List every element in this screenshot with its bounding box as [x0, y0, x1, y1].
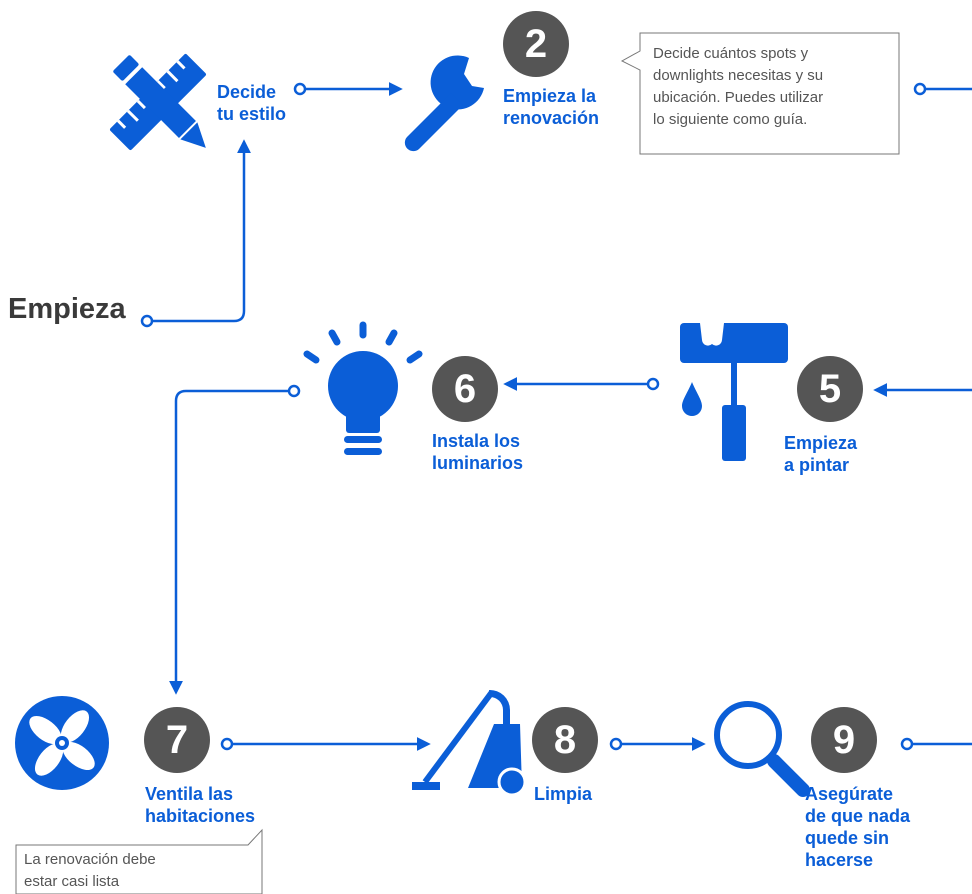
step-7-label: Ventila las habitaciones: [145, 783, 255, 827]
step-6-label-line: Instala los: [432, 431, 521, 451]
step-7-badge: 7: [144, 707, 210, 773]
connector-dot: [913, 82, 927, 96]
step-9-label-line: quede sin: [805, 828, 890, 848]
step-9-label-line: hacerse: [805, 850, 874, 870]
tip-line: estar casi lista: [24, 873, 120, 890]
step-8-label-line: Limpia: [534, 784, 593, 804]
tip-line: Decide cuántos spots y: [653, 45, 809, 62]
connector-dot: [140, 314, 154, 328]
step-6-label-line: luminarios: [432, 453, 524, 473]
connector-dot: [220, 737, 234, 751]
step-9-badge: 9: [811, 707, 877, 773]
paint-roller-icon: [680, 323, 788, 461]
tip-line: La renovación debe: [24, 851, 156, 868]
step-2-badge: 2: [503, 11, 569, 77]
step-7-label-line: Ventila las: [145, 784, 234, 804]
step-9-label: Asegúrate de que nada quede sin hacerse: [805, 783, 910, 871]
step-1-label: Decide tu estilo: [217, 81, 286, 125]
step-1-label-line: Decide: [217, 82, 277, 102]
tip-line: lo siguiente como guía.: [653, 111, 808, 128]
step-2-label-line: Empieza la: [503, 86, 597, 106]
tip-callout-box: [620, 32, 900, 155]
start-label: Empieza: [8, 293, 126, 325]
connector-start-to-style: [152, 139, 251, 323]
connector-lights-to-ventilate: [169, 389, 290, 695]
connector-dot: [609, 737, 623, 751]
connectors: [152, 82, 972, 751]
step-1-label-line: tu estilo: [217, 104, 287, 124]
step-5-badge: 5: [797, 356, 863, 422]
connector-dot: [900, 737, 914, 751]
light-bulb-icon: [303, 321, 423, 455]
step-9-label-line: de que nada: [805, 806, 911, 826]
step-7-label-line: habitaciones: [145, 806, 256, 826]
magnifier-icon: [714, 701, 810, 797]
connector-dot: [293, 82, 307, 96]
vacuum-cleaner-icon: [412, 689, 527, 797]
ventilation-callout-box: [15, 828, 263, 894]
tip-line: downlights necesitas y su: [653, 67, 824, 84]
step-5-label-line: Empieza: [784, 433, 858, 453]
ventilation-tip-text: La renovación debe estar casi lista: [24, 849, 156, 893]
step-6-badge: 6: [432, 356, 498, 422]
tip-line: ubicación. Puedes utilizar: [653, 89, 824, 106]
step-6-label: Instala los luminarios: [432, 430, 523, 474]
step-8-badge: 8: [532, 707, 598, 773]
step-8-label: Limpia: [534, 783, 592, 805]
step-9-label-line: Asegúrate: [805, 784, 894, 804]
connector-dots: [140, 82, 927, 751]
step-2-label: Empieza la renovación: [503, 85, 599, 129]
connector-dot: [287, 384, 301, 398]
fan-icon: [15, 696, 109, 790]
wrench-icon: [404, 55, 484, 152]
connector-dot: [646, 377, 660, 391]
renovation-tip-text: Decide cuántos spots y downlights necesi…: [653, 43, 823, 131]
ruler-pencil-icon: [110, 54, 206, 150]
step-5-label-line: a pintar: [784, 455, 850, 475]
step-2-label-line: renovación: [503, 108, 600, 128]
step-5-label: Empieza a pintar: [784, 432, 857, 476]
